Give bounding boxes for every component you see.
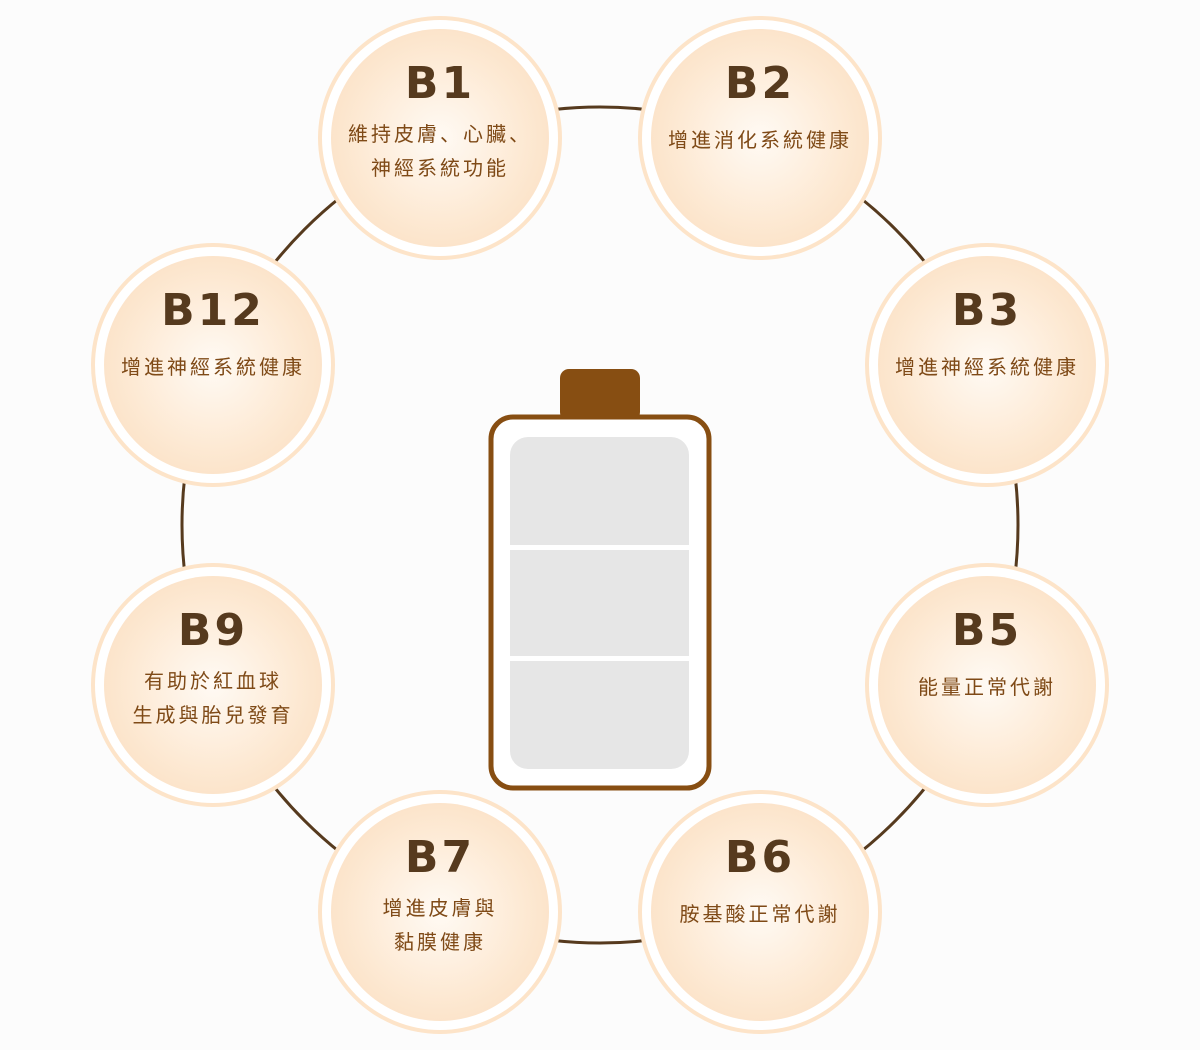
node-desc: 維持皮膚、心臟、 神經系統功能 <box>348 122 532 180</box>
node-title: B3 <box>951 285 1023 336</box>
node-desc: 有助於紅血球 生成與胎兒發育 <box>132 669 294 727</box>
node-b1: B1 維持皮膚、心臟、 神經系統功能 <box>318 16 562 260</box>
node-title: B1 <box>404 58 476 109</box>
node-desc: 增進神經系統健康 <box>121 355 305 379</box>
node-title: B12 <box>161 285 265 336</box>
node-b12: B12 增進神經系統健康 <box>91 243 335 487</box>
node-b5: B5 能量正常代謝 <box>865 563 1109 807</box>
node-b3: B3 增進神經系統健康 <box>865 243 1109 487</box>
node-desc: 增進神經系統健康 <box>895 355 1079 379</box>
node-b9: B9 有助於紅血球 生成與胎兒發育 <box>91 563 335 807</box>
node-b6: B6 胺基酸正常代謝 <box>638 790 882 1034</box>
node-title: B2 <box>724 58 796 109</box>
node-desc: 增進消化系統健康 <box>668 128 852 152</box>
battery-cell-middle <box>510 550 689 656</box>
node-desc: 胺基酸正常代謝 <box>679 902 841 926</box>
node-desc: 能量正常代謝 <box>918 675 1056 699</box>
node-title: B7 <box>404 832 476 883</box>
node-b7: B7 增進皮膚與 黏膜健康 <box>318 790 562 1034</box>
node-title: B9 <box>177 605 249 656</box>
battery-cell-top <box>510 437 689 545</box>
node-b2: B2 增進消化系統健康 <box>638 16 882 260</box>
node-desc: 增進皮膚與 黏膜健康 <box>382 896 498 954</box>
node-title: B6 <box>724 832 796 883</box>
battery-cell-bottom <box>510 661 689 769</box>
node-title: B5 <box>951 605 1023 656</box>
